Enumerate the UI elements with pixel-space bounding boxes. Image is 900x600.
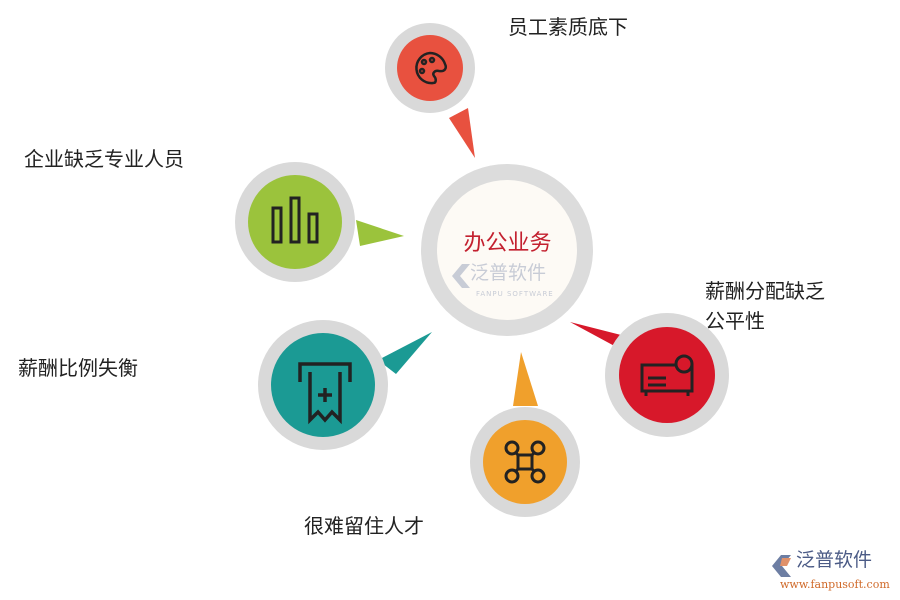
- node-palette: [385, 23, 475, 113]
- node-bar-chart: [235, 162, 355, 282]
- label-talent-retention: 很难留住人才: [304, 514, 424, 538]
- label-salary-fairness-line1: 薪酬分配缺乏: [705, 279, 825, 303]
- brand-logo-accent-icon: [780, 558, 791, 566]
- center-node: [421, 164, 593, 336]
- brand-logo-text: 泛普软件: [796, 549, 873, 571]
- node-drone: [470, 407, 580, 517]
- pointer-teal: [378, 332, 432, 374]
- node-projector: [605, 313, 729, 437]
- label-salary-imbalance: 薪酬比例失衡: [18, 356, 138, 380]
- bar-chart-icon: [271, 196, 319, 244]
- palette-icon: [415, 51, 447, 85]
- drone-icon: [504, 440, 546, 484]
- brand-url: www.fanpusoft.com: [780, 578, 890, 591]
- label-lack-professionals: 企业缺乏专业人员: [24, 147, 184, 171]
- receipt-icon: [298, 362, 352, 425]
- node-receipt: [258, 320, 388, 450]
- label-employee-quality: 员工素质底下: [508, 15, 628, 39]
- watermark-subtext: FANPU SOFTWARE: [476, 290, 554, 298]
- watermark-text: 泛普软件: [470, 262, 547, 284]
- label-salary-fairness-line2: 公平性: [705, 309, 765, 333]
- pointer-orange: [513, 352, 538, 406]
- pointer-top: [449, 108, 475, 158]
- projector-icon: [640, 354, 694, 396]
- center-title: 办公业务: [463, 231, 552, 256]
- pointer-green: [356, 220, 404, 246]
- watermark-logo-icon: [452, 264, 470, 288]
